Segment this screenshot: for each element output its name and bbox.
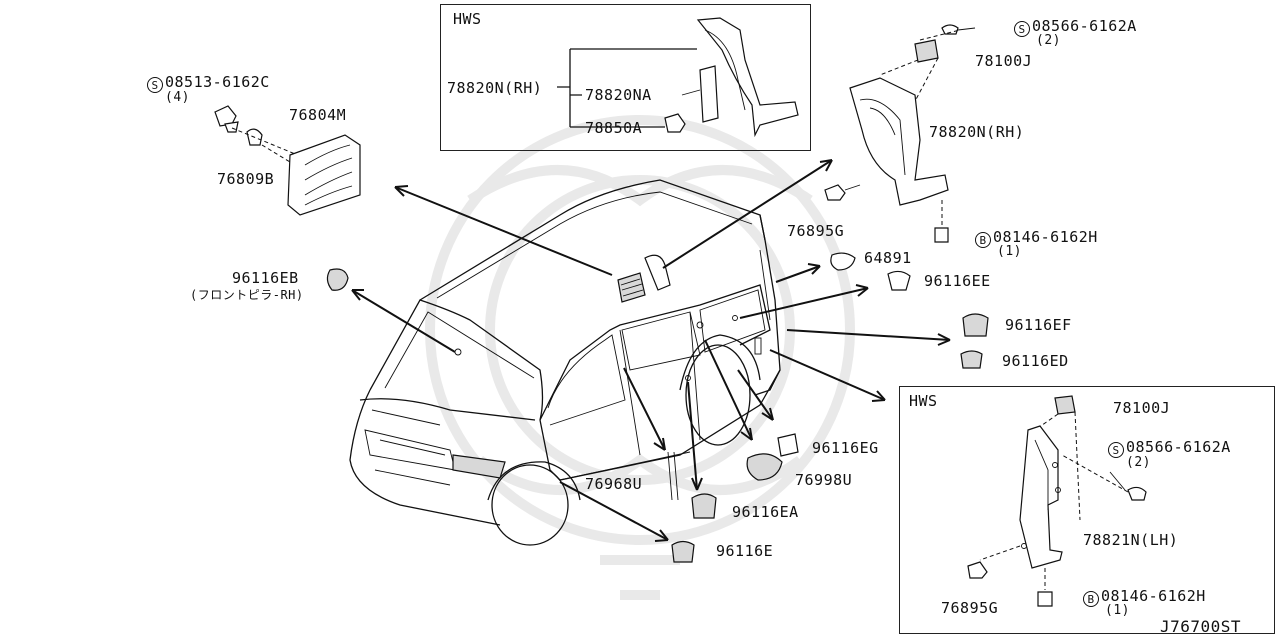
hws-bottom-heading: HWS <box>909 392 938 410</box>
label-08146-bottom-qty: (1) <box>1105 603 1130 618</box>
label-08566-top-code: 08566-6162A <box>1032 17 1137 35</box>
label-08566-bottom-qty: (2) <box>1126 455 1151 470</box>
label-76968u: 76968U <box>585 475 643 493</box>
label-96116ef: 96116EF <box>1005 316 1072 334</box>
label-76809b: 76809B <box>217 170 275 188</box>
diagram-code: J76700ST <box>1160 617 1242 636</box>
hws-bottom-drawing <box>967 395 1147 607</box>
label-08566-bottom-code: 08566-6162A <box>1126 438 1231 456</box>
label-76895g-top: 76895G <box>787 222 845 240</box>
label-78821n-lh: 78821N(LH) <box>1083 531 1179 549</box>
label-08513-qty: (4) <box>165 90 190 105</box>
label-76998u: 76998U <box>795 471 853 489</box>
watermark-emblem <box>425 115 855 600</box>
label-96116eb-note: (フロントピラ-RH) <box>190 288 304 302</box>
hws-top-heading: HWS <box>453 10 482 28</box>
label-78100j-top: 78100J <box>975 52 1033 70</box>
label-78100j-bottom: 78100J <box>1113 399 1171 417</box>
hws-top-inset <box>440 4 811 151</box>
s-circle-icon: S <box>1108 442 1124 458</box>
parts-top-right <box>667 24 989 563</box>
label-08146-top-qty: (1) <box>997 244 1022 259</box>
label-78820n-rh: 78820N(RH) <box>929 123 1025 141</box>
hws-top-drawing <box>557 17 799 138</box>
label-76804m: 76804M <box>289 106 347 124</box>
label-96116eg: 96116EG <box>812 439 879 457</box>
b-circle-icon: B <box>975 232 991 248</box>
label-08146-bottom-code: 08146-6162H <box>1101 587 1206 605</box>
label-78850a: 78850A <box>585 119 643 137</box>
label-76895g-bottom: 76895G <box>941 599 999 617</box>
hws-bottom-inset <box>899 386 1275 634</box>
label-96116e: 96116E <box>716 542 774 560</box>
label-96116ea: 96116EA <box>732 503 799 521</box>
leader-arrows <box>351 159 951 542</box>
label-78820na: 78820NA <box>585 86 652 104</box>
s-circle-icon: S <box>147 77 163 93</box>
s-circle-icon: S <box>1014 21 1030 37</box>
label-96116ee: 96116EE <box>924 272 991 290</box>
b-circle-icon: B <box>1083 591 1099 607</box>
parts-top-left <box>214 105 361 291</box>
label-08566-top-qty: (2) <box>1036 33 1061 48</box>
label-08513-code: 08513-6162C <box>165 73 270 91</box>
label-64891: 64891 <box>864 249 912 267</box>
label-08146-top-code: 08146-6162H <box>993 228 1098 246</box>
van-outline <box>349 179 781 546</box>
label-96116eb: 96116EB <box>232 269 299 287</box>
label-96116ed: 96116ED <box>1002 352 1069 370</box>
label-78820n-rh-top: 78820N(RH) <box>447 79 543 97</box>
